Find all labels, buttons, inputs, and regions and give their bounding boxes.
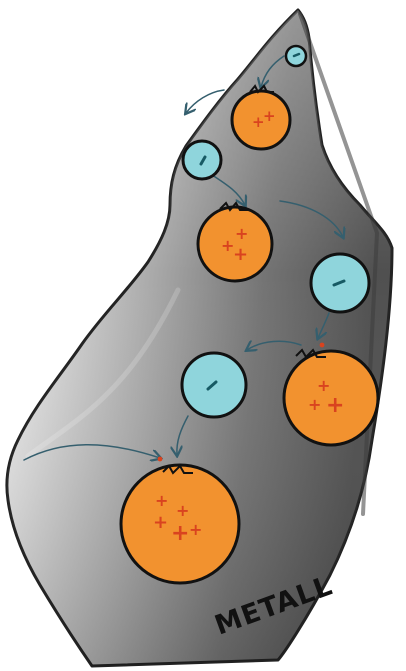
svg-text:+: + <box>176 501 189 520</box>
right-blue-circle <box>311 254 369 312</box>
svg-text:+: + <box>308 395 321 414</box>
svg-text:+: + <box>263 107 276 125</box>
svg-text:+: + <box>235 224 248 243</box>
upper-left-blue-circle <box>183 141 221 179</box>
svg-text:+: + <box>153 512 168 533</box>
svg-text:+: + <box>171 521 189 546</box>
svg-text:+: + <box>233 244 248 265</box>
lower-left-blue-circle <box>182 353 246 417</box>
svg-text:+: + <box>326 393 344 418</box>
top-blue-circle <box>286 46 306 66</box>
svg-text:+: + <box>155 491 168 510</box>
svg-text:+: + <box>189 520 202 539</box>
